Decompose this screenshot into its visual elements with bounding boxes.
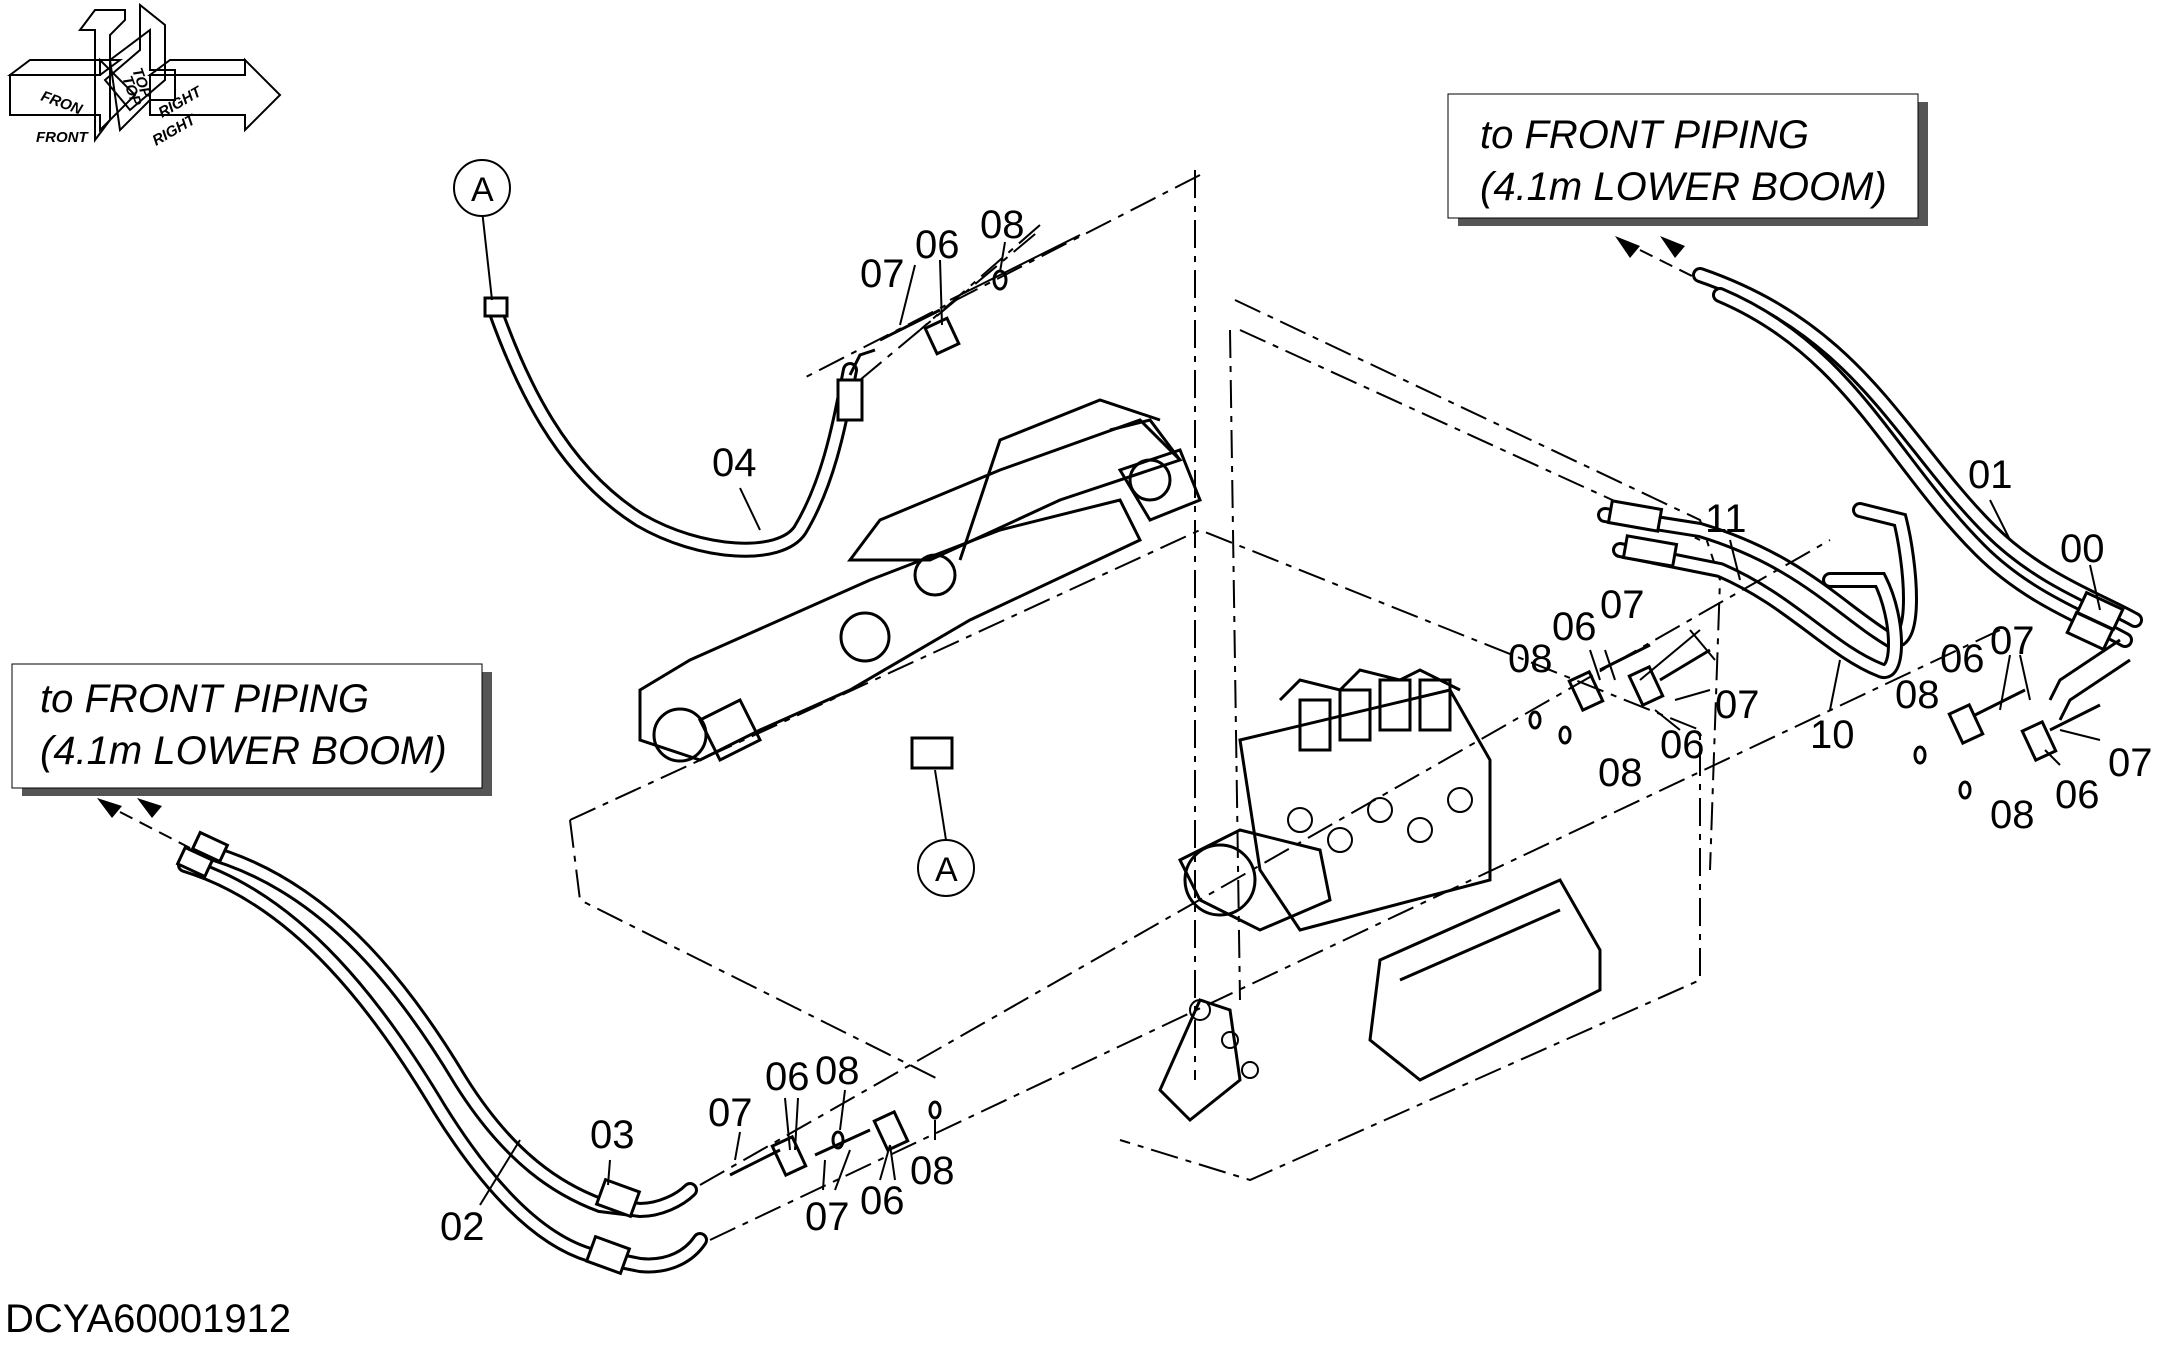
part-label-06-top: 06 <box>915 223 960 267</box>
note-left-line2: (4.1m LOWER BOOM) <box>40 729 447 773</box>
hose-01-00 <box>1692 267 2143 721</box>
callout-a-top: A <box>453 159 511 217</box>
part-label-07-mid-a: 07 <box>1600 583 1645 627</box>
note-right-line2: (4.1m LOWER BOOM) <box>1480 165 1887 209</box>
hardware-top <box>879 269 1008 356</box>
hose-04 <box>483 296 876 558</box>
orient-front-label: FRONT <box>36 129 89 146</box>
callout-a-mid: A <box>910 736 975 897</box>
flow-arrows-right <box>1615 236 1701 281</box>
orient-right-label-2: RIGHT <box>150 110 201 149</box>
part-label-07-mid-b: 07 <box>1715 683 1760 727</box>
part-label-06-right-b: 06 <box>2055 773 2100 817</box>
part-label-08-right-b: 08 <box>1990 793 2035 837</box>
part-label-07-bottom-b: 07 <box>805 1195 850 1239</box>
part-label-02: 02 <box>440 1205 485 1249</box>
part-label-07-bottom-a: 07 <box>708 1091 753 1135</box>
part-label-08-mid-b: 08 <box>1598 751 1643 795</box>
note-box-right: to FRONT PIPING (4.1m LOWER BOOM) <box>1447 93 1928 226</box>
part-label-06-mid-b: 06 <box>1660 723 1705 767</box>
part-label-03: 03 <box>590 1113 635 1157</box>
hardware-bottom <box>729 1100 942 1178</box>
center-lines <box>699 224 2001 1241</box>
part-label-07-top: 07 <box>860 252 905 296</box>
callout-a-mid-label: A <box>935 851 958 889</box>
part-label-08-bottom-b: 08 <box>910 1149 955 1193</box>
note-left-line1: to FRONT PIPING <box>40 677 369 721</box>
part-label-08-bottom-a: 08 <box>815 1049 860 1093</box>
part-label-10: 10 <box>1810 713 1855 757</box>
part-label-06-bottom-a: 06 <box>765 1055 810 1099</box>
part-label-08-top: 08 <box>980 203 1025 247</box>
hose-02-03 <box>175 830 708 1276</box>
leader-lines <box>479 209 2101 1206</box>
part-label-06-mid-a: 06 <box>1552 605 1597 649</box>
part-label-07-right-a: 07 <box>1990 619 2035 663</box>
part-labels: 04 07 06 08 01 00 11 10 08 06 07 07 06 0… <box>440 203 2153 1249</box>
callout-a-top-label: A <box>471 171 494 209</box>
part-label-07-right-b: 07 <box>2108 741 2153 785</box>
part-label-11: 11 <box>1705 497 1747 541</box>
part-label-04: 04 <box>712 441 757 485</box>
note-right-line1: to FRONT PIPING <box>1480 113 1809 157</box>
note-box-left: to FRONT PIPING (4.1m LOWER BOOM) <box>11 663 492 796</box>
part-label-01: 01 <box>1968 453 2013 497</box>
hardware-right <box>1913 688 2101 800</box>
hardware-mid <box>1528 643 1711 745</box>
part-label-08-right-a: 08 <box>1895 673 1940 717</box>
part-label-06-bottom-b: 06 <box>860 1179 905 1223</box>
part-label-06-right-a: 06 <box>1940 637 1985 681</box>
hose-11-10 <box>1597 499 1918 679</box>
orientation-indicator: FRON FRONT TOP TOP RIGHT RIGHT <box>7 2 282 149</box>
control-valve <box>1238 668 1492 932</box>
flow-arrows-left <box>97 798 191 849</box>
part-label-00: 00 <box>2060 527 2105 571</box>
drawing-code: DCYA60001912 <box>5 1297 291 1341</box>
part-label-08-mid-a: 08 <box>1508 637 1553 681</box>
